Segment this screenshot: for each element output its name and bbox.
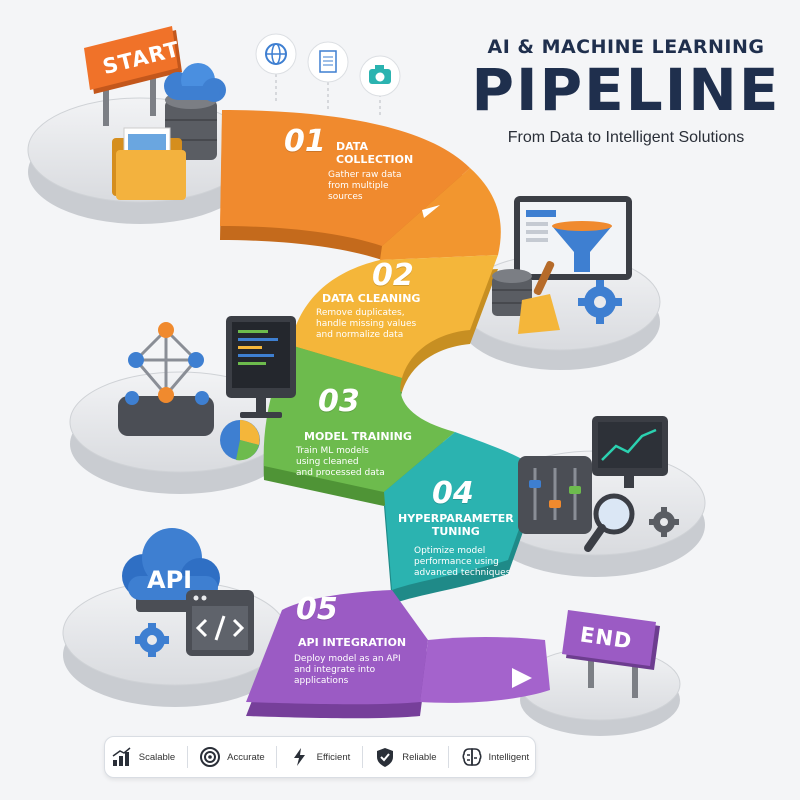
step-5-title: API INTEGRATION (298, 636, 406, 649)
step-1-title: DATA COLLECTION (336, 140, 413, 166)
folder-icon (112, 127, 186, 200)
step-5-desc-line3: applications (294, 675, 349, 686)
step-4-title-line2: TUNING (431, 525, 480, 539)
code-window-icon (186, 590, 254, 656)
step-1-number: 01 (284, 124, 326, 159)
feature-accurate: Accurate (199, 746, 265, 768)
api-cloud-label: API (147, 566, 193, 594)
header-subtitle: AI & MACHINE LEARNING (487, 36, 765, 58)
step-4-title-line1: HYPERPARAMETER (398, 512, 514, 525)
header-tagline: From Data to Intelligent Solutions (507, 128, 745, 146)
step-5-description: Deploy model as an API and integrate int… (294, 654, 401, 686)
step-4-number: 04 (432, 476, 474, 511)
step-3-desc-line2: using cleaned (296, 456, 359, 467)
bar-chart-icon (112, 747, 131, 766)
step-2-desc-line3: and normalize data (316, 329, 404, 340)
header: AI & MACHINE LEARNING PIPELINE From Data… (466, 36, 786, 147)
platform-end (519, 647, 681, 736)
step-3-segment[interactable] (263, 345, 455, 506)
step-4-desc-line2: performance using (414, 556, 499, 567)
brain-icon (461, 748, 482, 766)
step-1-segment[interactable] (220, 110, 501, 260)
page-title: PIPELINE (471, 56, 781, 124)
step-5-title-line1: API INTEGRATION (298, 636, 407, 649)
step-4-title: HYPERPARAMETER TUNING (398, 512, 514, 538)
step-5-segment[interactable] (246, 590, 550, 719)
feature-label: Scalable (138, 751, 176, 763)
feature-label: Efficient (316, 751, 351, 763)
step-3-title: MODEL TRAINING (304, 430, 412, 443)
sliders-icon (518, 456, 592, 534)
step-1-description: Gather raw data from multiple sources (328, 170, 402, 202)
lightning-icon (293, 748, 305, 766)
step-3-title-line1: MODEL TRAINING (304, 430, 412, 443)
step-1-desc-line3: sources (328, 191, 363, 202)
step-2-desc-line2: handle missing values (316, 318, 417, 329)
step-3-description: Train ML models using cleaned and proces… (296, 446, 385, 478)
line-chart-monitor-icon (592, 416, 668, 488)
divider (448, 746, 450, 768)
step-2-number: 02 (372, 258, 414, 293)
brush-icon (518, 260, 560, 334)
code-monitor-icon (226, 316, 296, 418)
step-5-desc-line2: and integrate into (294, 664, 376, 675)
gear-blue-icon (135, 623, 169, 657)
database-icon (492, 269, 532, 316)
target-icon (200, 747, 221, 767)
step-2-description: Remove duplicates, handle missing values… (316, 308, 416, 340)
globe-icon (255, 33, 297, 104)
step-4-description: Optimize model performance using advance… (414, 546, 510, 578)
step-1-title-line2: COLLECTION (336, 153, 414, 167)
feature-efficient: Efficient (289, 746, 351, 768)
network-graph-icon (118, 322, 214, 436)
features-bar: Scalable Accurate Efficient Reliable Int… (104, 736, 536, 778)
camera-icon (359, 55, 401, 118)
step-4-desc-line1: Optimize model (414, 546, 486, 556)
step-3-number: 03 (318, 384, 360, 419)
divider (361, 746, 363, 768)
step-4-desc-line3: advanced techniques (414, 567, 511, 578)
divider (276, 746, 278, 768)
step-3-desc-line1: Train ML models (296, 446, 369, 456)
document-icon (307, 41, 349, 110)
divider (186, 746, 188, 768)
step-3-desc-line3: and processed data (296, 467, 385, 478)
feature-intelligent: Intelligent (461, 746, 530, 768)
step-1-title-line1: DATA (336, 140, 368, 153)
feature-reliable: Reliable (374, 746, 437, 768)
shield-check-icon (377, 748, 394, 767)
step-5-desc-line1: Deploy model as an API (294, 654, 401, 664)
step-4-segment[interactable] (384, 432, 540, 604)
feature-label: Intelligent (488, 751, 530, 763)
step-2-title: DATA CLEANING (322, 292, 420, 305)
step-2-desc-line1: Remove duplicates, (316, 308, 405, 318)
step-1-desc-line2: from multiple (328, 180, 389, 191)
feature-label: Accurate (227, 751, 265, 763)
pie-chart-icon (220, 420, 260, 461)
step-2-title-line1: DATA CLEANING (322, 292, 421, 305)
feature-scalable: Scalable (111, 746, 175, 768)
step-1-desc-line1: Gather raw data (328, 170, 402, 180)
end-sign (562, 610, 660, 698)
gear-small-icon (649, 507, 679, 537)
start-sign (84, 26, 182, 126)
step-5-number: 05 (296, 592, 338, 627)
magnifier-icon (584, 493, 635, 552)
gear-icon (578, 280, 622, 324)
monitor-funnel-icon (514, 196, 632, 280)
feature-label: Reliable (402, 751, 437, 763)
